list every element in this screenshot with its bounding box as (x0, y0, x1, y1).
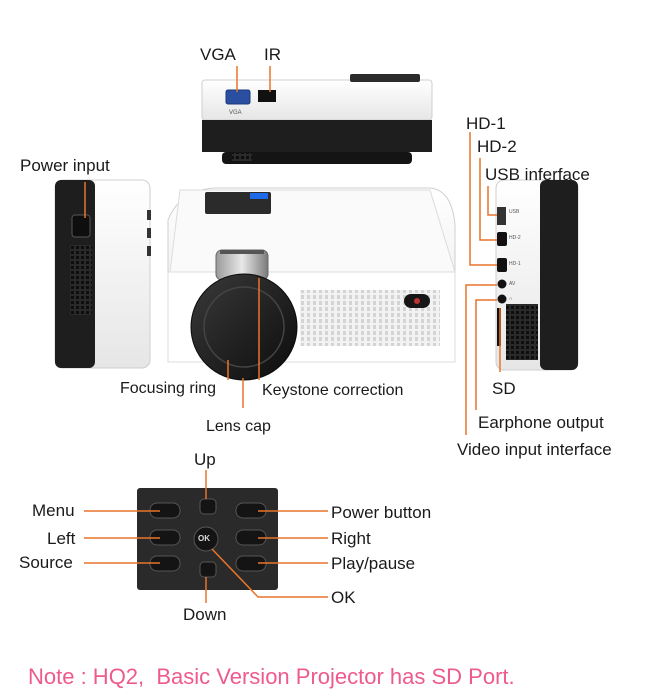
vga-port-label: VGA (229, 110, 242, 116)
ir-sensor (258, 90, 276, 102)
label-power-button: Power button (331, 503, 432, 522)
label-lens-cap: Lens cap (206, 418, 271, 435)
label-ok: OK (331, 588, 356, 607)
earphone-port (497, 294, 507, 304)
label-focusing-ring: Focusing ring (120, 380, 217, 397)
label-source: Source (19, 553, 73, 572)
left-side-projector (54, 179, 151, 369)
label-sd: SD (492, 379, 516, 398)
vga-port (225, 89, 251, 105)
label-earphone-output: Earphone output (478, 413, 604, 432)
label-hd2: HD-2 (477, 137, 517, 156)
hd1-port (497, 258, 507, 272)
footnote: Note : HQ2, Basic Version Projector has … (28, 664, 515, 689)
label-right: Right (331, 529, 371, 548)
label-vga: VGA (200, 45, 236, 64)
usb-port (497, 207, 506, 225)
label-menu: Menu (32, 501, 75, 520)
rear-view-projector (201, 74, 433, 164)
av-port-label: AV (509, 281, 516, 287)
label-down: Down (183, 605, 227, 624)
hd2-port-label: HD-2 (509, 235, 521, 241)
keypad-panel (137, 488, 278, 590)
earphone-port-label: ∩ (509, 296, 513, 302)
label-keystone-correction: Keystone correction (262, 382, 404, 399)
label-video-input: Video input interface (457, 440, 612, 459)
power-input-socket (71, 214, 91, 238)
label-up: Up (194, 450, 216, 469)
front-projector (167, 187, 456, 381)
right-side-projector (495, 179, 579, 371)
sd-slot (497, 308, 501, 346)
hd1-port-label: HD-1 (509, 261, 521, 267)
hd2-port (497, 232, 507, 246)
label-left: Left (47, 529, 76, 548)
av-port (497, 279, 507, 289)
label-ir: IR (264, 45, 281, 64)
label-hd1: HD-1 (466, 114, 506, 133)
ok-key-text: OK (198, 534, 210, 543)
label-usb-interface: USB inferface (485, 165, 590, 184)
label-play-pause: Play/pause (331, 554, 416, 573)
label-power-input: Power input (20, 156, 110, 175)
usb-port-label: USB (509, 209, 520, 215)
